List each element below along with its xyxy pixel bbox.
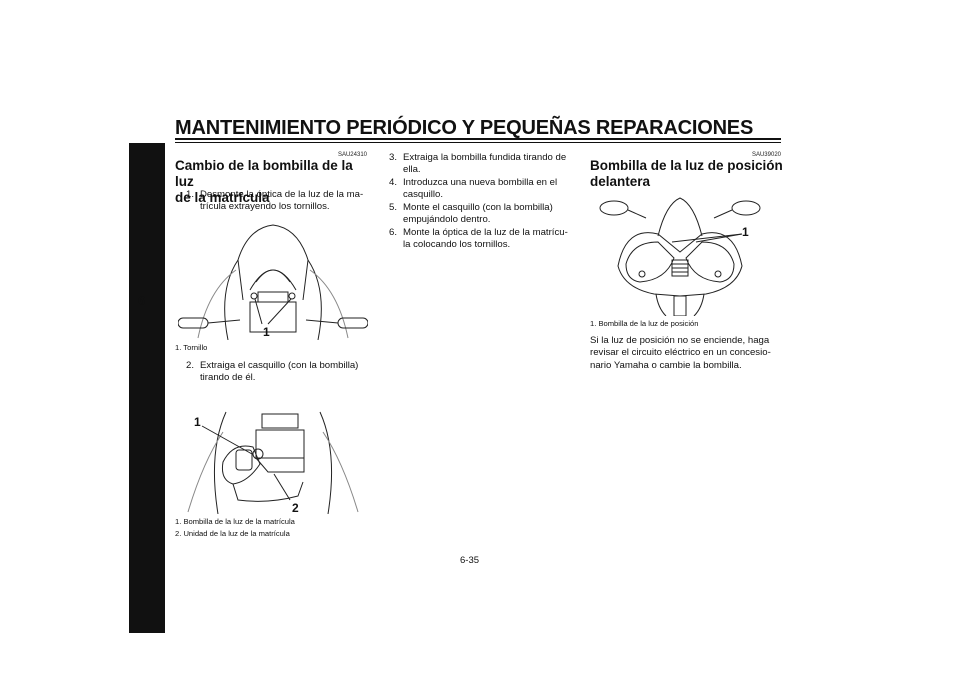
motorcycle-rear-illustration: 1 — [178, 224, 368, 340]
figure-caption: 1. Tornillo — [175, 343, 208, 352]
position-light-left — [638, 270, 646, 278]
license-bulb-illustration: 1 2 — [187, 411, 359, 514]
title-rule — [175, 138, 781, 140]
step-text-line: casquillo. — [403, 189, 443, 201]
paragraph-line: revisar el circuito eléctrico en un conc… — [590, 347, 771, 359]
step-text-line: trícula extrayendo los tornillos. — [200, 201, 330, 213]
step-number: 3. — [389, 152, 398, 163]
step-text: Extraiga el casquillo (con la bombilla) … — [200, 360, 366, 385]
callout-1: 1 — [194, 415, 201, 429]
headlight-right — [685, 241, 735, 283]
headlight-left — [625, 241, 675, 283]
body-paragraph: Si la luz de posición no se enciende, ha… — [590, 335, 782, 372]
mirror-left — [599, 200, 629, 216]
section-code: SAU39020 — [751, 152, 781, 158]
callout-2: 2 — [292, 501, 299, 514]
section-heading-line: Cambio de la bombilla de la luz — [175, 158, 353, 189]
step-number: 2. — [186, 360, 195, 371]
chapter-tab — [129, 143, 165, 633]
step-text: Monte el casquillo (con la bombilla) emp… — [403, 202, 576, 227]
callout-1: 1 — [742, 225, 749, 239]
mirror-right — [731, 200, 761, 216]
section-heading-line: delantera — [590, 174, 651, 189]
title-rule-thin — [175, 142, 781, 143]
figure-caption: 2. Unidad de la luz de la matrícula — [175, 529, 290, 538]
step-number: 5. — [389, 202, 398, 213]
step-text: Extraiga la bombilla fundida tirando de … — [403, 152, 576, 177]
step-text-line: Extraiga la bombilla fundida tirando de — [403, 152, 567, 163]
hand — [222, 445, 261, 485]
tail-cowl — [237, 224, 309, 301]
callout-1: 1 — [263, 325, 270, 339]
step-text-line: Monte la óptica de la luz de la matrícu- — [403, 227, 568, 238]
step-text-line: Desmonte la óptica de la luz de la ma- — [200, 189, 364, 200]
position-light-right — [714, 270, 722, 278]
page-title: MANTENIMIENTO PERIÓDICO Y PEQUEÑAS REPAR… — [175, 117, 754, 139]
section-code: SAU24310 — [337, 152, 367, 158]
step-number: 1. — [186, 189, 195, 200]
screw-right — [288, 292, 296, 300]
paragraph-line: Si la luz de posición no se enciende, ha… — [590, 335, 770, 346]
step-number: 4. — [389, 177, 398, 188]
motorcycle-front-illustration: 1 — [599, 197, 761, 316]
section-heading-line: Bombilla de la luz de posición — [590, 158, 783, 173]
license-light-unit — [255, 429, 305, 459]
step-text-line: Extraiga el casquillo (con la bombilla) — [200, 360, 359, 371]
bulb — [252, 448, 264, 460]
figure-caption: 1. Bombilla de la luz de posición — [590, 319, 699, 328]
section-heading: Cambio de la bombilla de la luz de la ma… — [175, 158, 375, 206]
paragraph-line: nario Yamaha o cambie la bombilla. — [590, 359, 742, 371]
step-text: Monte la óptica de la luz de la matrícu-… — [403, 227, 576, 252]
turn-signal-left — [178, 317, 209, 329]
section-heading: Bombilla de la luz de posición delantera — [590, 158, 790, 190]
step-text-line: Introduzca una nueva bombilla en el — [403, 177, 558, 188]
windscreen — [657, 197, 703, 237]
step-text-line: empujándolo dentro. — [403, 214, 491, 226]
figure-caption: 1. Bombilla de la luz de la matrícula — [175, 517, 295, 526]
page-number: 6-35 — [460, 555, 480, 566]
step-text: Introduzca una nueva bombilla en el casq… — [403, 177, 576, 202]
turn-signal-right — [337, 317, 368, 329]
chapter-number: 6 — [138, 293, 146, 308]
front-fairing — [617, 232, 743, 297]
figure-license-light-screws: 1 — [178, 220, 368, 340]
figure-front-position-light: 1 — [596, 196, 782, 316]
step-text-line: Monte el casquillo (con la bombilla) — [403, 202, 553, 213]
step-text-line: la colocando los tornillos. — [403, 239, 511, 251]
step-number: 6. — [389, 227, 398, 238]
section-heading-line: de la matrícula — [175, 190, 270, 205]
step-text-line: tirando de él. — [200, 372, 256, 384]
figure-license-bulb: 1 2 — [178, 392, 368, 514]
step-text-line: ella. — [403, 164, 421, 176]
screw-left — [250, 292, 258, 300]
license-light-housing — [257, 291, 289, 303]
step-text: Desmonte la óptica de la luz de la ma- t… — [200, 189, 366, 214]
